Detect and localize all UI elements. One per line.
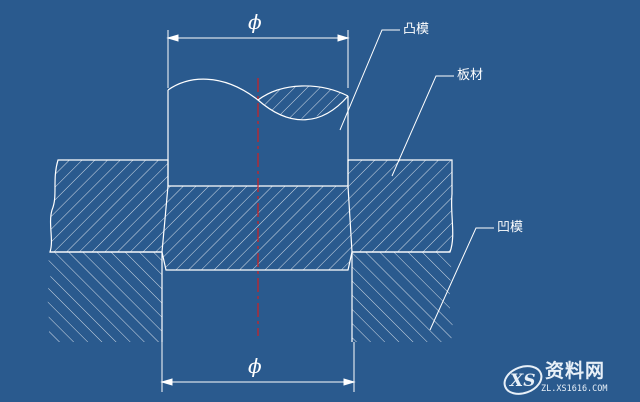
die [47,251,453,342]
label-die: 凹模 [497,220,524,235]
label-punch: 凸模 [403,22,430,37]
bottom-diameter-symbol: ϕ [248,354,262,378]
top-diameter-symbol: ϕ [248,10,262,34]
leader-punch [339,29,400,131]
watermark-logo: XS [503,365,543,395]
top-dimension [166,30,350,88]
watermark-main-text: 资料网 [545,360,606,382]
leader-sheet [391,75,454,177]
watermark-logo-text: XS [509,371,535,391]
watermark-url-text: ZL.XS1616.COM [541,384,608,394]
label-sheet: 板材 [457,68,484,83]
leader-lines [339,29,494,331]
leader-die [429,227,494,331]
bottom-dimension [160,342,356,392]
watermark: XS 资料网 ZL.XS1616.COM [501,360,636,400]
